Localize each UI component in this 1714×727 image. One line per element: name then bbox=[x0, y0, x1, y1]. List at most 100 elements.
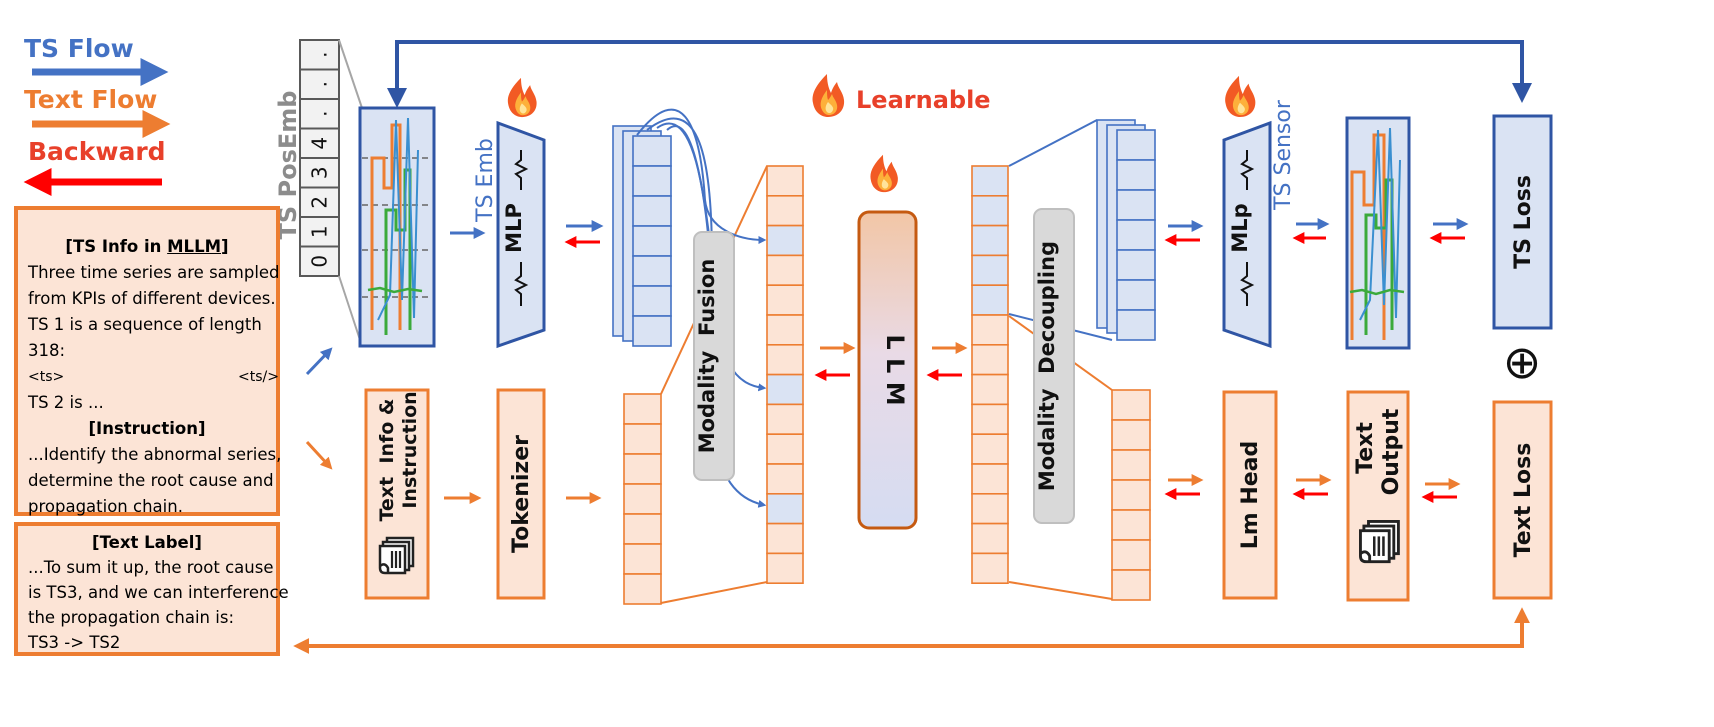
text-label-line: the propagation chain is: bbox=[28, 608, 235, 627]
pos-emb-cell-label: 1 bbox=[308, 225, 332, 238]
document-icon bbox=[378, 536, 415, 575]
ts-sensor-label: TS Sensor bbox=[1271, 99, 1296, 211]
ts-info-title-suffix: ] bbox=[221, 237, 229, 256]
fused-token bbox=[766, 433, 804, 465]
fused-token bbox=[766, 552, 804, 585]
output-token bbox=[971, 403, 1009, 435]
fused-token bbox=[766, 254, 804, 286]
text-label-line: is TS3, and we can interference bbox=[28, 583, 289, 602]
text-token bbox=[623, 393, 662, 425]
fused-sequence-column bbox=[766, 165, 804, 585]
fused-token bbox=[766, 165, 804, 197]
document-icon bbox=[1359, 520, 1400, 564]
text-token bbox=[623, 423, 662, 455]
output-token bbox=[971, 552, 1009, 585]
tokenizer-label: Tokenizer bbox=[509, 435, 534, 553]
output-token bbox=[971, 463, 1009, 495]
instruction-line: determine the root cause and bbox=[28, 471, 274, 490]
legend-text-flow: Text Flow bbox=[24, 85, 157, 114]
text-label-line: TS3 -> TS2 bbox=[28, 633, 121, 652]
fused-token bbox=[766, 463, 804, 495]
output-token bbox=[971, 522, 1009, 555]
ts-info-line: TS 1 is a sequence of length bbox=[28, 315, 262, 334]
mlp-label: MLP bbox=[502, 203, 526, 253]
text-loss-box bbox=[1492, 400, 1553, 600]
text-output-box bbox=[1346, 390, 1410, 602]
pos-emb-cell-label: 2 bbox=[308, 196, 332, 209]
pos-emb-strip: 01234... bbox=[299, 39, 340, 277]
fused-token bbox=[766, 224, 804, 257]
text-token bbox=[623, 513, 662, 545]
modality-fusion-label: Modality Fusion bbox=[695, 259, 719, 454]
output-ts-plot bbox=[1345, 116, 1411, 350]
text-token bbox=[1111, 479, 1151, 511]
pos-emb-cell-label: 4 bbox=[308, 137, 332, 150]
ts-backward-loop-arrow bbox=[387, 40, 1532, 108]
output-token bbox=[971, 224, 1009, 257]
text-token bbox=[1111, 419, 1151, 451]
output-token bbox=[971, 254, 1009, 286]
legend-ts-flow: TS Flow bbox=[24, 34, 134, 63]
output-token bbox=[971, 195, 1009, 227]
instruction-title: [Instruction] bbox=[88, 419, 206, 438]
text-token bbox=[1111, 389, 1151, 421]
ts-open-tag: <ts> bbox=[28, 369, 65, 385]
output-token bbox=[971, 314, 1009, 346]
fused-token bbox=[766, 403, 804, 435]
output-token bbox=[971, 284, 1009, 316]
text-token bbox=[1111, 569, 1151, 601]
ts-output-stack bbox=[1096, 119, 1156, 341]
instruction-line: ...Identify the abnormal series, bbox=[28, 445, 282, 464]
embedding-cell bbox=[1116, 159, 1156, 191]
embedding-cell bbox=[1116, 249, 1156, 281]
llm-label: L L M bbox=[881, 334, 909, 405]
ts-info-title-emph: MLLM bbox=[167, 237, 222, 256]
output-token bbox=[971, 165, 1009, 197]
plus-operator: ⊕ bbox=[1503, 335, 1542, 389]
pos-emb-cell-label: 0 bbox=[308, 255, 332, 268]
tokenizer-box bbox=[496, 388, 546, 600]
text-token-column bbox=[623, 393, 662, 605]
pos-emb-cell bbox=[299, 98, 340, 130]
instruction-line: propagation chain. bbox=[28, 497, 183, 516]
learnable-label: Learnable bbox=[856, 86, 991, 114]
embedding-cell bbox=[632, 195, 672, 227]
text-info-line1: Text Info & bbox=[376, 399, 398, 522]
modality-decoupling-block bbox=[1033, 208, 1075, 524]
mlp-decoder bbox=[1222, 120, 1272, 349]
embedding-cell bbox=[1116, 189, 1156, 221]
ts2-line: TS 2 is ... bbox=[28, 393, 104, 412]
lm-head-box bbox=[1222, 390, 1278, 600]
ts-info-title-prefix: [TS Info in bbox=[65, 237, 168, 256]
embedding-cell bbox=[1116, 309, 1156, 341]
fused-token bbox=[766, 373, 804, 406]
text-output-column bbox=[1111, 389, 1151, 601]
ts-loss-label: TS Loss bbox=[1511, 175, 1536, 269]
modality-decoupling-label: Modality Decoupling bbox=[1035, 241, 1059, 491]
pos-emb-cell bbox=[299, 186, 340, 218]
pos-emb-cell-label: . bbox=[308, 52, 332, 58]
fused-token bbox=[766, 522, 804, 555]
fire-icon bbox=[812, 74, 845, 117]
text-token bbox=[1111, 449, 1151, 481]
text-output-line1: Text bbox=[1353, 422, 1378, 474]
pos-emb-cell bbox=[299, 245, 340, 277]
fire-icon bbox=[1225, 75, 1256, 118]
embedding-cell bbox=[632, 255, 672, 287]
fused-token bbox=[766, 492, 804, 525]
ts-token-line: <ts> <ts/> bbox=[28, 364, 279, 390]
pos-emb-cell-label: 3 bbox=[308, 166, 332, 179]
mlp-encoder bbox=[496, 120, 546, 349]
text-loss-label: Text Loss bbox=[1511, 443, 1536, 558]
text-token bbox=[1111, 539, 1151, 571]
embedding-cell bbox=[1116, 219, 1156, 251]
ts-info-card: [TS Info in MLLM] Three time series are … bbox=[14, 206, 282, 516]
text-token bbox=[623, 483, 662, 515]
embedding-cell bbox=[632, 165, 672, 197]
modality-fusion-block bbox=[693, 231, 735, 481]
embedding-cell bbox=[1116, 129, 1156, 161]
ts-emb-label: TS Emb bbox=[473, 138, 498, 223]
ts-info-title: [TS Info in MLLM] bbox=[28, 234, 266, 260]
